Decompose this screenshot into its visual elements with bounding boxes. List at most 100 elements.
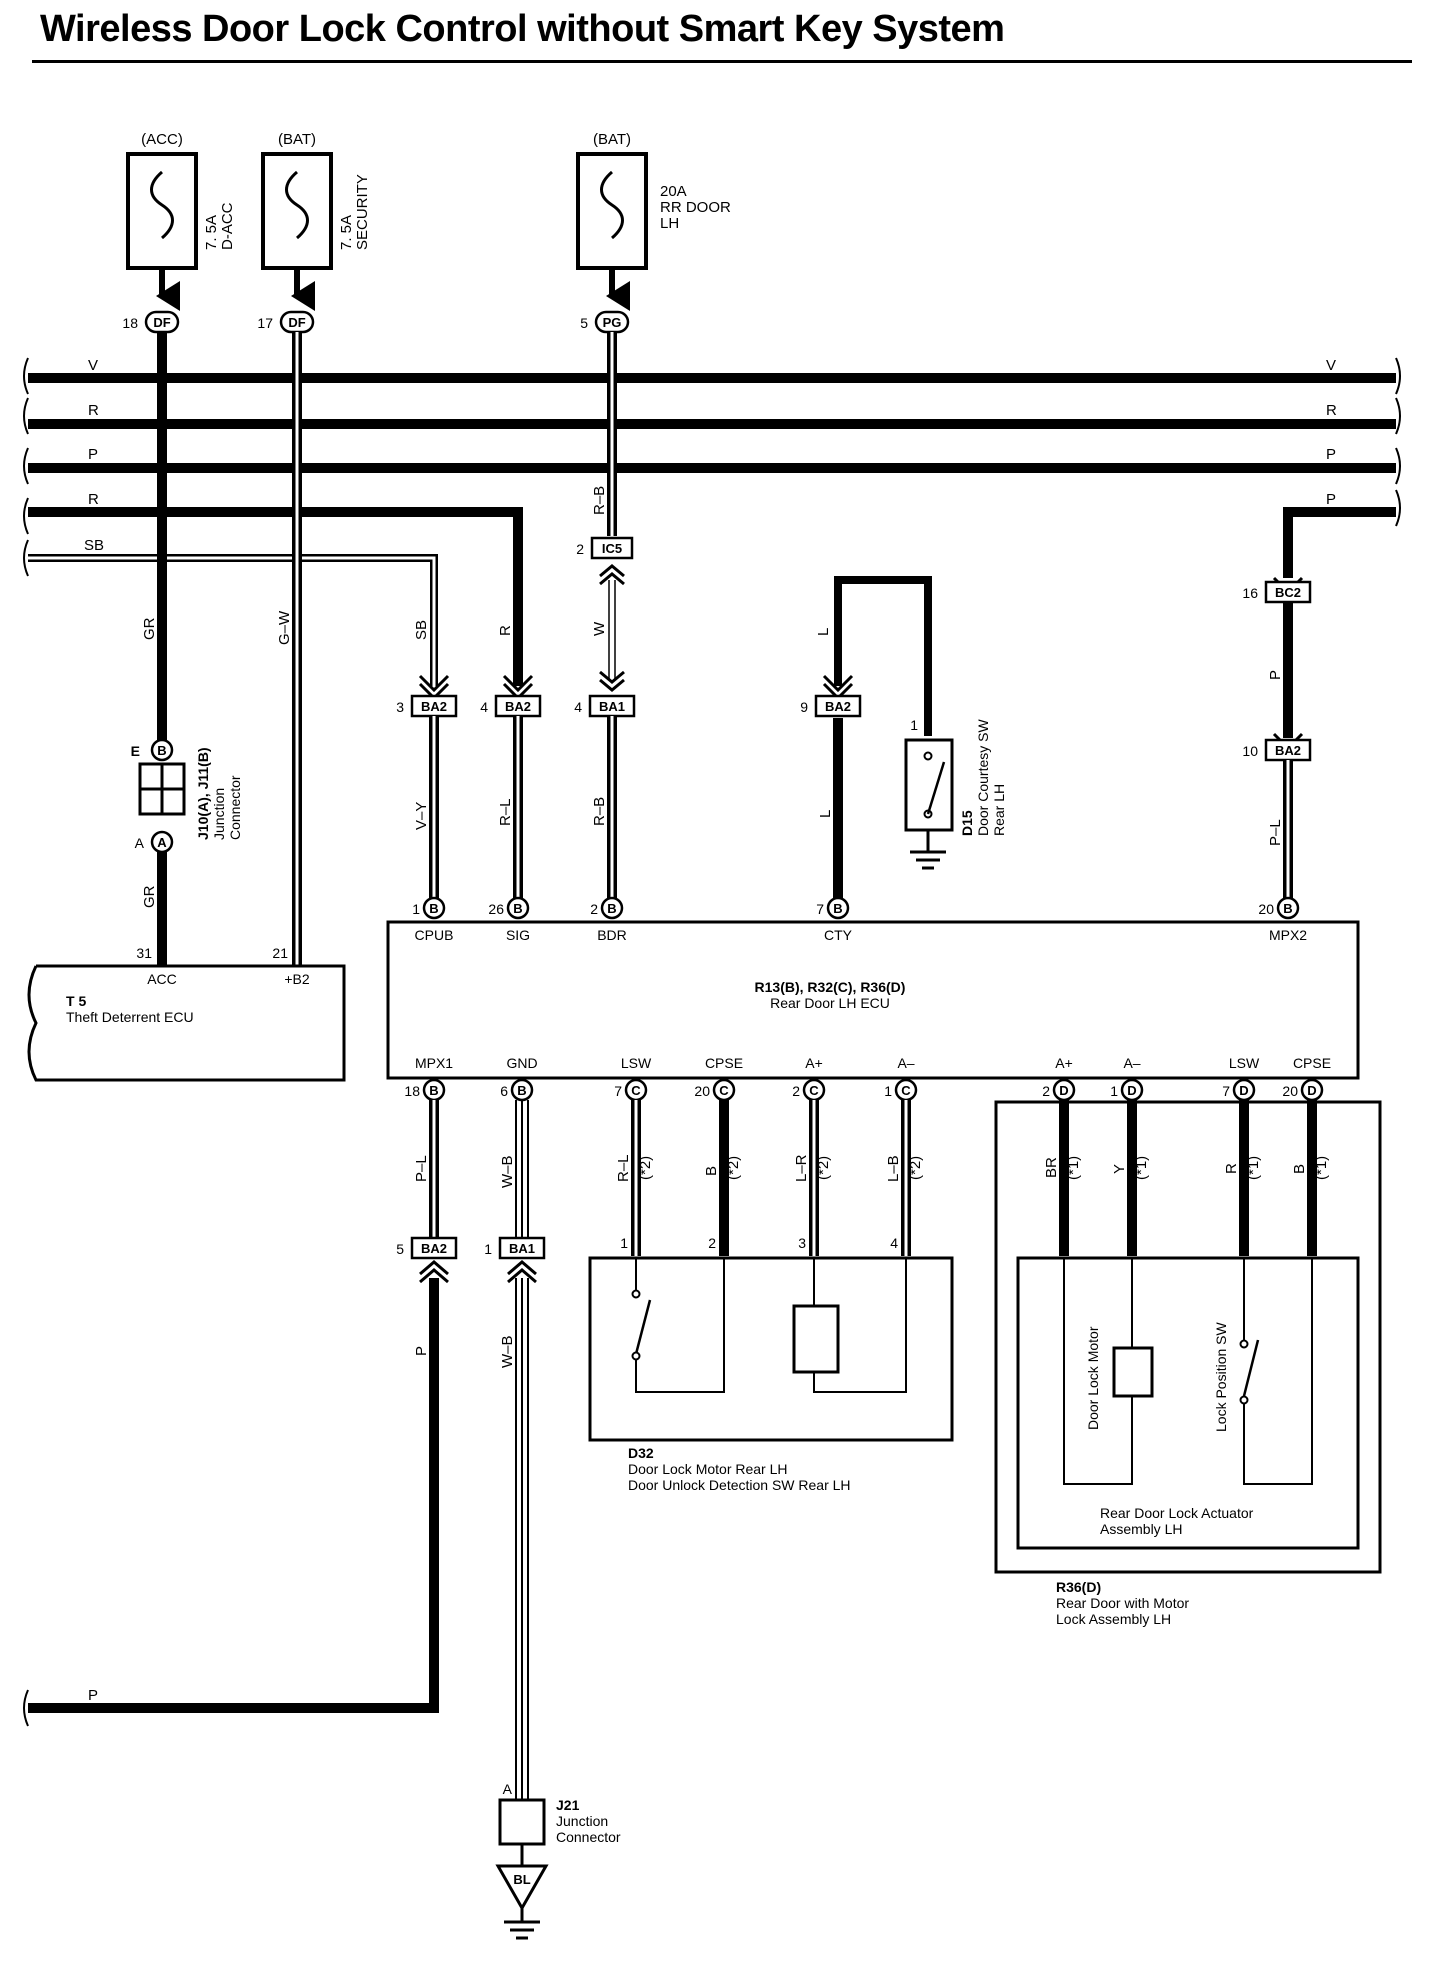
svg-text:Assembly LH: Assembly LH: [1100, 1521, 1182, 1537]
svg-text:V: V: [1326, 357, 1336, 374]
title-rule: [32, 60, 1412, 63]
ecu-terminal-aminus-c: A– 1 C: [884, 1055, 918, 1102]
bus-lines: V R P R SB V R P P: [23, 357, 1401, 686]
svg-text:4: 4: [574, 699, 582, 715]
svg-text:1: 1: [412, 901, 420, 917]
svg-text:1: 1: [484, 1241, 492, 1257]
svg-text:B: B: [157, 743, 166, 758]
fuse-source-label: (BAT): [278, 131, 316, 148]
motor-icon: [792, 1304, 840, 1374]
door-courtesy-switch-d15: 1 D15 Door Courtesy SW Rear LH: [904, 717, 1007, 870]
fuse-name-2: LH: [660, 215, 679, 232]
ground-triangle-icon: [495, 1864, 549, 1912]
svg-text:R36(D): R36(D): [1056, 1579, 1101, 1595]
svg-text:2: 2: [590, 901, 598, 917]
connector-ic5: 2 IC5 W: [576, 536, 634, 692]
d32-wires: R–L (*2) B (*2) L–R (*2) L–B (*2): [615, 1100, 924, 1256]
svg-text:1: 1: [884, 1083, 892, 1099]
svg-text:D: D: [1239, 1083, 1248, 1098]
ecu-terminal-lsw-d: LSW 7 D: [1222, 1055, 1260, 1102]
ecu-terminal-mpx2: 20 B MPX2: [1258, 896, 1307, 943]
svg-text:L: L: [817, 810, 834, 818]
fuse-rr-door-lh: (BAT) 20A RR DOOR LH: [576, 131, 731, 311]
svg-text:2: 2: [1042, 1083, 1050, 1099]
svg-text:B: B: [517, 1083, 526, 1098]
svg-text:Junction: Junction: [556, 1813, 608, 1829]
connector-pg-5: 5 PG: [580, 310, 630, 334]
fuse-d-acc: (ACC) 7. 5A D-ACC: [126, 131, 236, 311]
connector-ba1-1: 1 BA1: [484, 1236, 546, 1284]
svg-text:Rear Door with Motor: Rear Door with Motor: [1056, 1595, 1189, 1611]
svg-text:20: 20: [1282, 1083, 1298, 1099]
wire-p-bottom: P P: [23, 1278, 439, 1727]
connector-bc2-16: 16 BC2: [1242, 580, 1312, 604]
svg-text:A: A: [135, 835, 145, 851]
svg-text:PG: PG: [603, 315, 622, 330]
svg-text:3: 3: [798, 1235, 806, 1251]
svg-text:BA1: BA1: [599, 699, 625, 714]
svg-text:B: B: [607, 901, 616, 916]
svg-text:P: P: [1326, 446, 1336, 463]
svg-text:BA1: BA1: [509, 1241, 535, 1256]
branch-labels: SB R L P: [413, 576, 1304, 759]
connector-ba2-4: 4 BA2: [480, 694, 542, 718]
svg-text:Theft Deterrent ECU: Theft Deterrent ECU: [66, 1009, 194, 1025]
svg-text:1: 1: [1110, 1083, 1118, 1099]
svg-text:Lock Assembly LH: Lock Assembly LH: [1056, 1611, 1171, 1627]
wire-wb-ground: W–B: [499, 1278, 529, 1800]
rear-door-lock-actuator-r36: Door Lock Motor Lock Position SW Rear Do…: [994, 1100, 1382, 1627]
fuse-rating: 20A: [660, 183, 687, 200]
connector-ba2-5: 5 BA2: [396, 1236, 458, 1284]
junction-j21: A J21 Junction Connector BL: [495, 1781, 621, 1940]
svg-text:BA2: BA2: [825, 699, 851, 714]
fuse-name: RR DOOR: [660, 199, 731, 216]
rear-door-lh-ecu: R13(B), R32(C), R36(D) Rear Door LH ECU …: [386, 896, 1360, 1102]
bus-p-branch: [1283, 507, 1396, 578]
svg-text:IC5: IC5: [602, 541, 622, 556]
connector-ba1-4: 4 BA1: [574, 694, 636, 718]
svg-text:DF: DF: [288, 315, 305, 330]
svg-text:P–L: P–L: [1267, 819, 1284, 846]
svg-text:A+: A+: [805, 1055, 823, 1071]
svg-text:2: 2: [576, 541, 584, 557]
svg-text:2: 2: [708, 1235, 716, 1251]
svg-text:17: 17: [257, 315, 273, 331]
svg-text:5: 5: [580, 315, 588, 331]
svg-text:W–B: W–B: [499, 1335, 516, 1368]
svg-text:B: B: [429, 1083, 438, 1098]
svg-text:C: C: [719, 1083, 729, 1098]
svg-text:ACC: ACC: [147, 971, 177, 987]
svg-text:B: B: [429, 901, 438, 916]
svg-text:R: R: [88, 402, 99, 419]
svg-text:BA2: BA2: [1275, 743, 1301, 758]
svg-text:B: B: [703, 1166, 720, 1176]
svg-text:D32: D32: [628, 1445, 654, 1461]
wires-fuse-down: GR G–W R–B: [141, 332, 617, 968]
fuse-security: (BAT) 7. 5A SECURITY: [261, 131, 371, 311]
svg-text:Rear LH: Rear LH: [991, 784, 1007, 836]
svg-text:P: P: [1326, 491, 1336, 508]
svg-text:Door Courtesy SW: Door Courtesy SW: [975, 719, 991, 836]
svg-text:20: 20: [1258, 901, 1274, 917]
svg-text:D: D: [1059, 1083, 1068, 1098]
svg-text:(*2): (*2): [815, 1156, 832, 1180]
ecu-terminal-gnd: GND 6 B: [500, 1055, 538, 1102]
wire-cty-d15: L: [817, 576, 932, 900]
fuse-box: [576, 152, 648, 270]
svg-text:R13(B), R32(C), R36(D): R13(B), R32(C), R36(D): [755, 979, 906, 995]
svg-text:BA2: BA2: [421, 1241, 447, 1256]
svg-text:GND: GND: [506, 1055, 537, 1071]
fuse-source-label: (ACC): [141, 131, 183, 148]
ecu-terminal-aplus-c: A+ 2 C: [792, 1055, 826, 1102]
ecu-terminal-cpse-c: CPSE 20 C: [694, 1055, 743, 1102]
svg-text:4: 4: [890, 1235, 898, 1251]
ecu-terminal-aminus-d: A– 1 D: [1110, 1055, 1144, 1102]
fuse-rating: 7. 5A: [338, 215, 355, 250]
svg-text:CPSE: CPSE: [705, 1055, 743, 1071]
svg-text:C: C: [901, 1083, 911, 1098]
bus-sb: [28, 554, 438, 686]
svg-text:1: 1: [910, 717, 918, 733]
fuse-name: D-ACC: [219, 202, 236, 250]
svg-text:(*1): (*1): [1245, 1156, 1262, 1180]
svg-text:P: P: [88, 446, 98, 463]
